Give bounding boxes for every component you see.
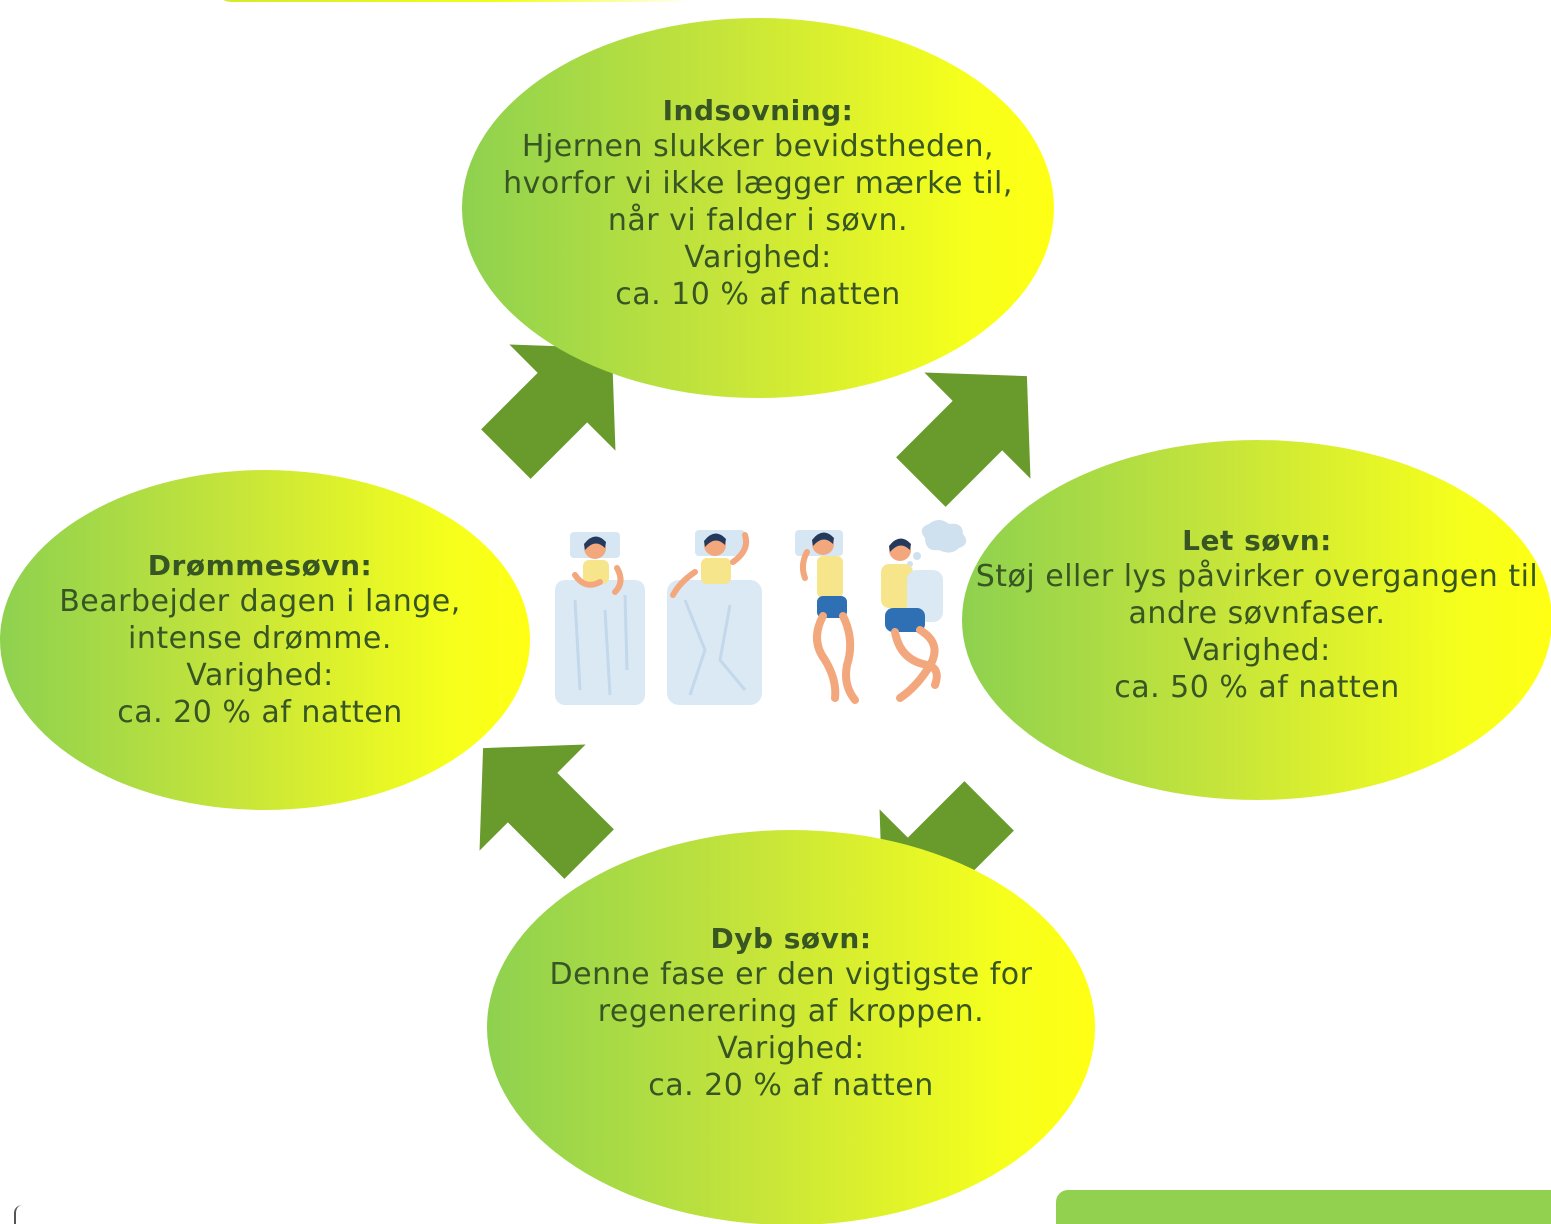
bottom-green-box	[1056, 1190, 1551, 1224]
sleeper-curled-icon	[881, 520, 967, 702]
duration-label: Varighed:	[186, 658, 334, 693]
arrow-icon-top-left	[481, 344, 616, 479]
duration-label: Varighed:	[1183, 633, 1331, 668]
phase-description: Hjernen slukker bevidstheden, hvorfor vi…	[503, 128, 1013, 238]
arrow-icon-top-right	[896, 372, 1031, 507]
phase-title: Dyb søvn:	[710, 921, 872, 955]
phase-dyb-sovn: Dyb søvn: Denne fase er den vigtigste fo…	[487, 830, 1095, 1224]
phase-indsovning: Indsovning: Hjernen slukker bevidstheden…	[462, 18, 1054, 398]
phase-title: Indsovning:	[662, 93, 854, 127]
phase-drommesovn: Drømmesøvn: Bearbejder dagen i lange, in…	[0, 470, 530, 810]
duration-value: ca. 10 % af natten	[615, 276, 901, 312]
phase-description: Støj eller lys påvirker overgangen til a…	[975, 559, 1539, 631]
duration-label: Varighed:	[717, 1030, 865, 1066]
duration-label: Varighed:	[684, 239, 832, 275]
phase-title: Drømmesøvn:	[147, 549, 373, 582]
phase-description: Bearbejder dagen i lange, intense drømme…	[59, 584, 461, 656]
duration-value: ca. 50 % af natten	[1114, 670, 1400, 705]
duration-value: ca. 20 % af natten	[648, 1067, 934, 1103]
corner-mark	[14, 1205, 28, 1224]
top-decorative-strip	[215, 0, 695, 2]
sleeper-back-icon	[555, 532, 645, 705]
arrow-icon-bottom-left	[479, 744, 614, 879]
phase-description: Denne fase er den vigtigste for regenere…	[549, 956, 1033, 1029]
duration-value: ca. 20 % af natten	[117, 695, 403, 730]
sleeping-positions-illustration	[555, 520, 967, 705]
phase-title: Let søvn:	[1182, 524, 1332, 557]
sleeper-arm-up-icon	[667, 530, 762, 705]
phase-let-sovn: Let søvn: Støj eller lys påvirker overga…	[962, 440, 1551, 800]
sleeper-side-icon	[795, 530, 859, 704]
